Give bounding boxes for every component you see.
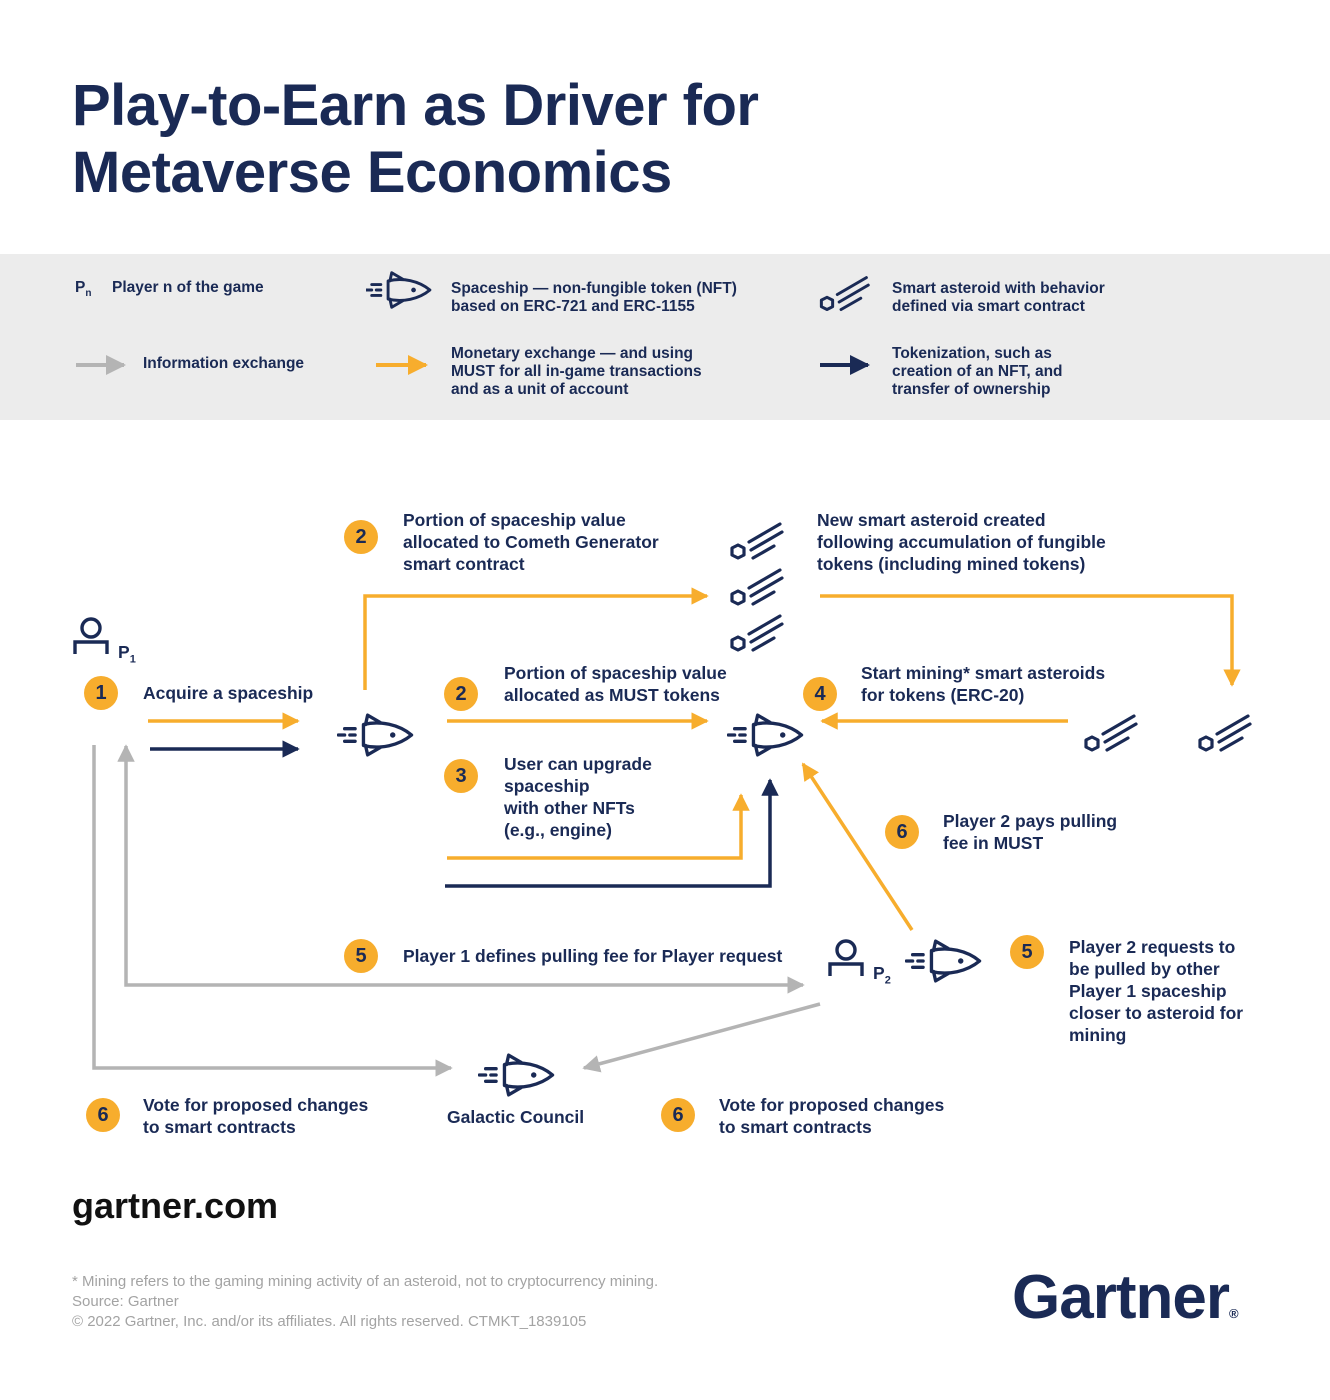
spaceship-icon-center bbox=[727, 713, 804, 757]
step-badge-1: 1 bbox=[84, 676, 118, 710]
step-badge-6a: 6 bbox=[885, 815, 919, 849]
spaceship-icon bbox=[366, 271, 432, 309]
title-line-1: Play-to-Earn as Driver for bbox=[72, 73, 759, 138]
spaceship-icon-p1 bbox=[337, 713, 414, 757]
step-badge-5b: 5 bbox=[1010, 935, 1044, 969]
legend-info-text: Information exchange bbox=[143, 355, 305, 372]
asteroid-icon-1 bbox=[730, 522, 784, 560]
footnote-mining: * Mining refers to the gaming mining act… bbox=[72, 1273, 659, 1290]
legend-player-text: Player n of the game bbox=[112, 279, 264, 296]
gartner-site-link[interactable]: gartner.com bbox=[72, 1185, 279, 1226]
title-line-2: Metaverse Economics bbox=[72, 140, 672, 205]
player1-label: P1 bbox=[118, 642, 136, 666]
page-title: Play-to-Earn as Driver for Metaverse Eco… bbox=[72, 72, 1072, 206]
step1-text: Acquire a spaceship bbox=[143, 683, 314, 703]
legend-player-symbol: Pn bbox=[75, 279, 92, 300]
arrow-vote-p1 bbox=[92, 745, 453, 1077]
asteroid-icon bbox=[819, 276, 870, 311]
player2-label: P2 bbox=[873, 963, 891, 987]
player2-person-icon bbox=[828, 939, 864, 978]
arrow-new-asteroid bbox=[820, 594, 1241, 687]
information-arrows bbox=[92, 744, 821, 1077]
step-badge-5a: 5 bbox=[344, 939, 378, 973]
footnote-copyright: © 2022 Gartner, Inc. and/or its affiliat… bbox=[72, 1313, 587, 1330]
step-badge-2a: 2 bbox=[344, 520, 378, 554]
step-badge-2b: 2 bbox=[444, 677, 478, 711]
asteroid-icon-2 bbox=[730, 568, 784, 606]
step-badge-6b: 6 bbox=[86, 1098, 120, 1132]
legend-panel bbox=[0, 254, 1330, 420]
arrow-pulling-fee bbox=[801, 762, 914, 931]
legend-spaceship-text: Spaceship — non-fungible token (NFT)base… bbox=[451, 280, 737, 315]
footnote-source: Source: Gartner bbox=[72, 1293, 179, 1310]
player1-person-icon bbox=[73, 617, 109, 656]
arrow-to-cometh-generator bbox=[363, 587, 709, 690]
step-badge-3: 3 bbox=[444, 759, 478, 793]
asteroid-icon-mining-1 bbox=[1084, 714, 1138, 752]
spaceship-icon-council bbox=[478, 1053, 555, 1097]
galactic-council-label: Galactic Council bbox=[447, 1107, 585, 1127]
spaceship-icon-p2 bbox=[905, 939, 982, 983]
monetary-arrows bbox=[148, 587, 1241, 931]
asteroid-icon-mining-2 bbox=[1198, 714, 1252, 752]
step-badge-6c: 6 bbox=[661, 1098, 695, 1132]
arrow-define-pulling-fee bbox=[117, 744, 805, 994]
asteroid-icon-3 bbox=[730, 614, 784, 652]
arrow-vote-p2 bbox=[582, 1002, 821, 1073]
step5a-text: Player 1 defines pulling fee for Player … bbox=[403, 946, 783, 966]
step-badge-4: 4 bbox=[803, 677, 837, 711]
gartner-logo: Gartner® bbox=[1012, 1263, 1239, 1332]
